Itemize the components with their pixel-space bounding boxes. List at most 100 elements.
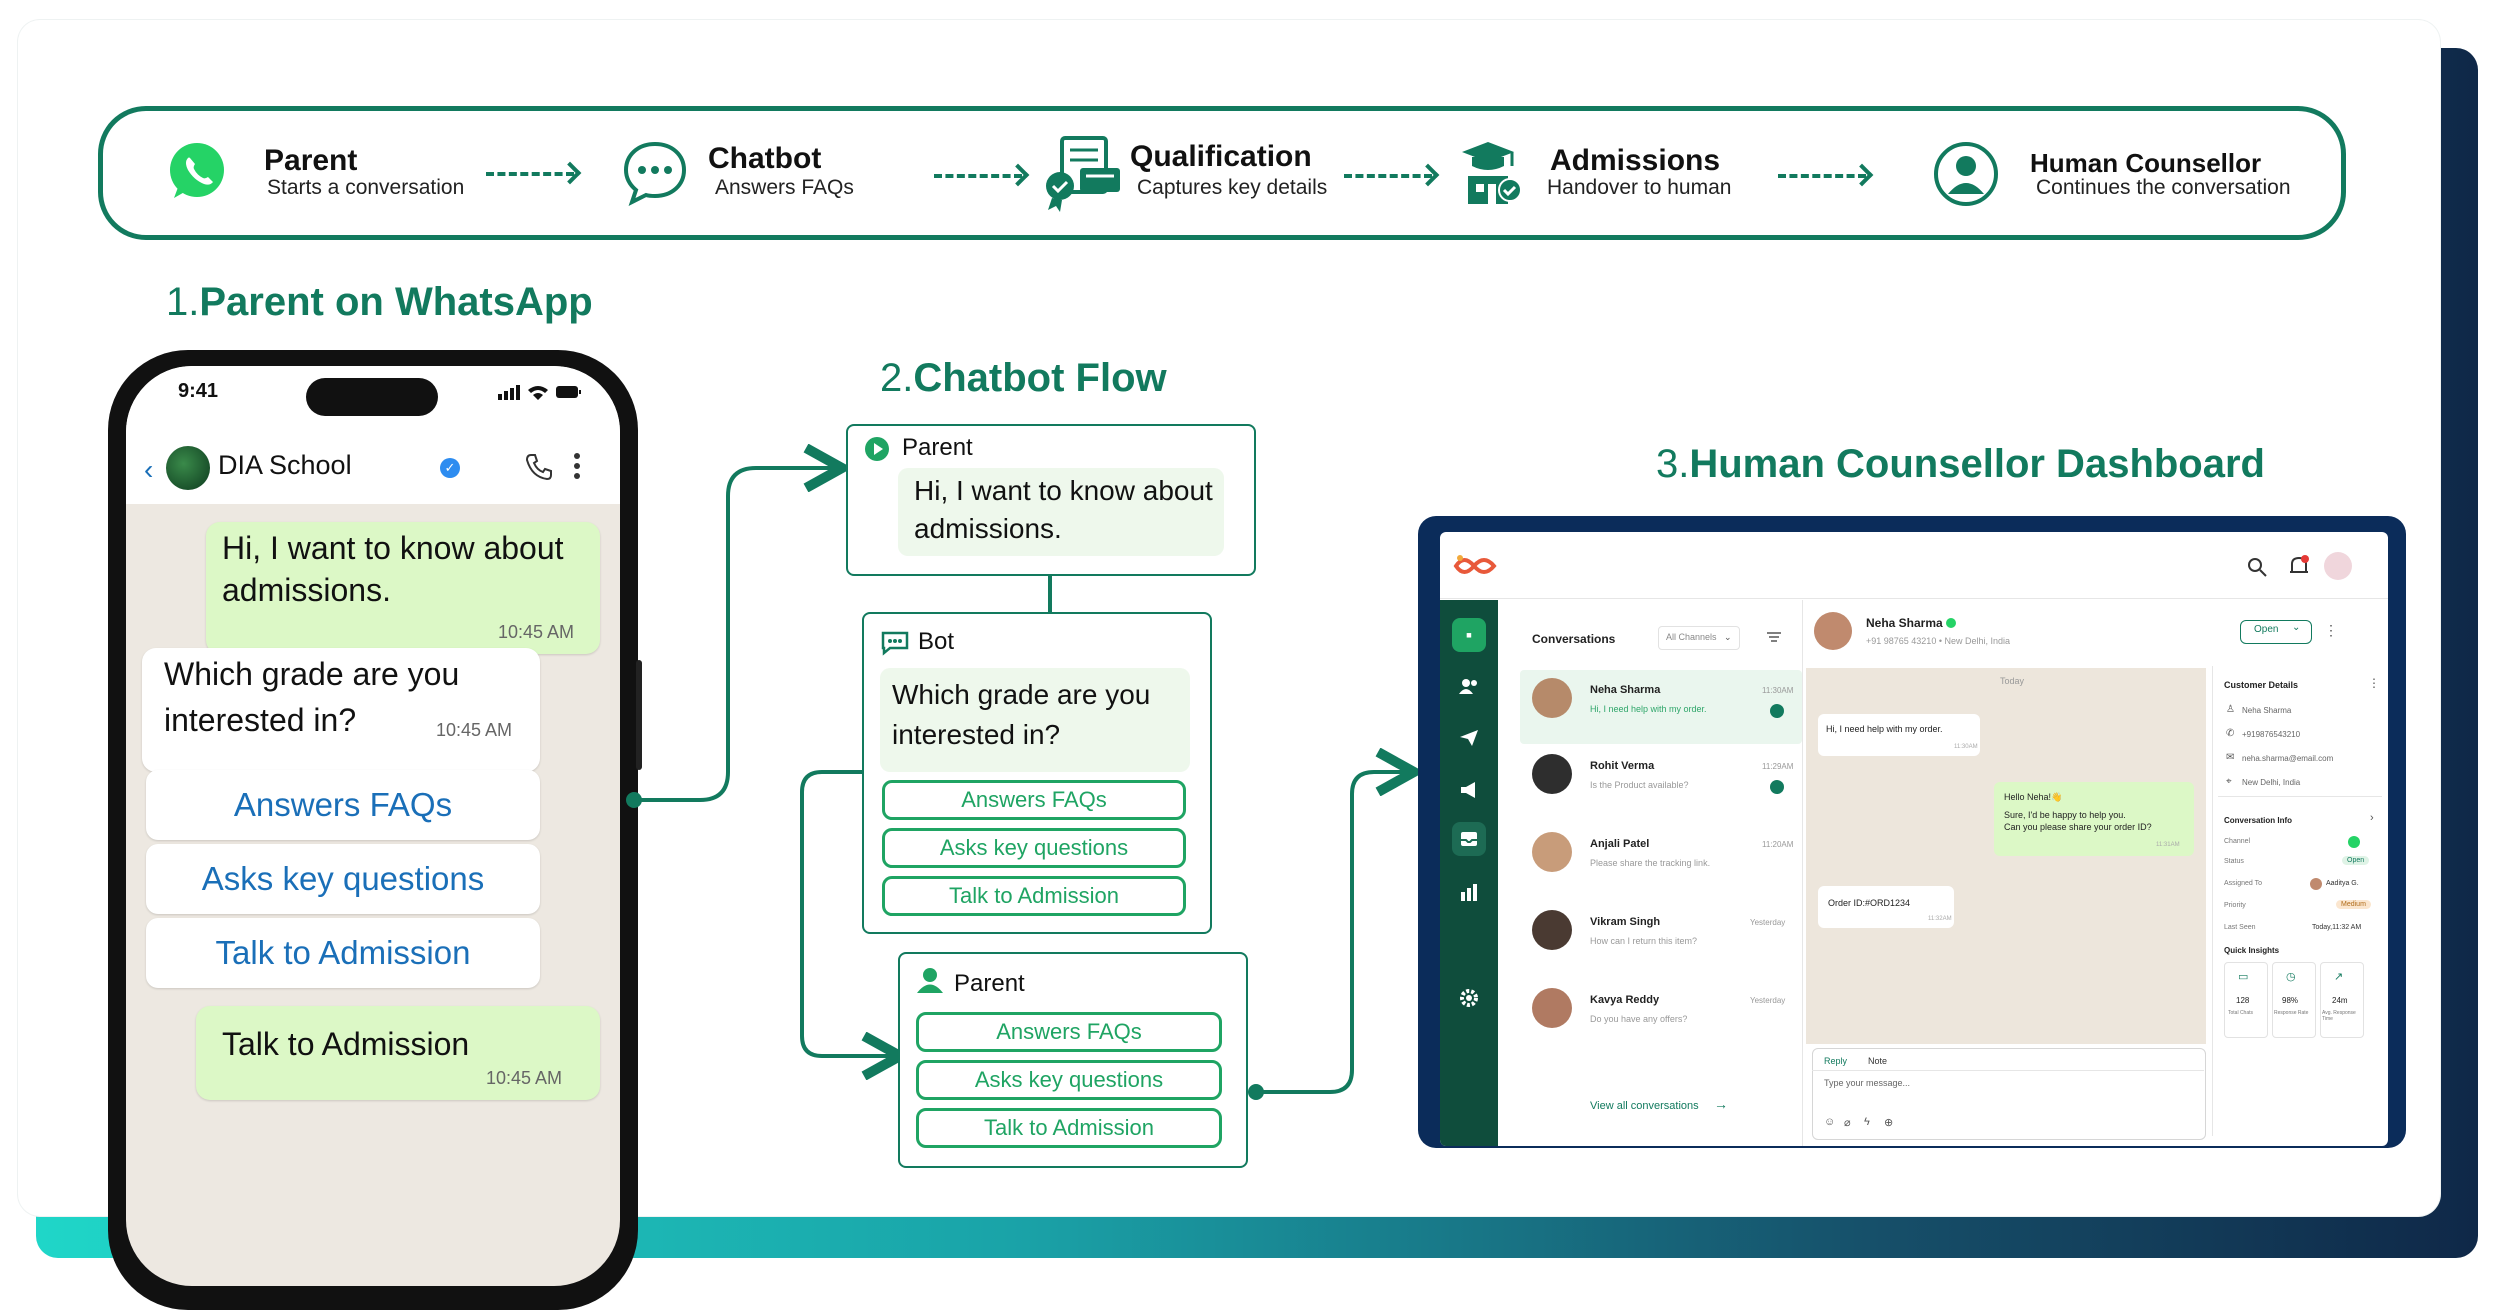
message-text: admissions.	[222, 572, 391, 608]
option-button[interactable]: Talk to Admission	[916, 1108, 1222, 1148]
more-options-icon[interactable]	[572, 448, 582, 484]
megaphone-icon[interactable]	[1455, 776, 1483, 804]
option-button[interactable]: Talk to Admission	[882, 876, 1186, 916]
insight-value: 24m	[2332, 996, 2348, 1005]
filter-icon[interactable]	[1766, 630, 1782, 644]
attachment-icon[interactable]: ⌀	[1844, 1117, 1851, 1129]
status-dropdown-label: Open	[2254, 624, 2279, 635]
phone-screen: 9:41 ‹ DIA School ✓ Hi, I want to know a…	[126, 366, 620, 1286]
conversation-info-title: Conversation Info	[2224, 816, 2293, 825]
info-label: Status	[2224, 858, 2244, 865]
insight-label: Response Rate	[2274, 1010, 2309, 1016]
search-icon[interactable]	[2246, 556, 2268, 578]
avatar	[1814, 612, 1852, 650]
section-title: 1.Parent on WhatsApp	[166, 280, 593, 324]
quick-reply-button[interactable]: Talk to Admission	[146, 918, 540, 988]
info-label: Last Seen	[2224, 924, 2256, 931]
arrow-right-icon: →	[1714, 1096, 1728, 1112]
dashed-arrow	[1344, 174, 1432, 178]
avatar	[166, 446, 210, 490]
day-label: Today	[2000, 676, 2025, 686]
message-text: Hi, I need help with my order.	[1826, 724, 1943, 734]
channel-filter-dropdown[interactable]	[1658, 626, 1740, 650]
status-icons	[496, 382, 584, 402]
avatar	[1532, 910, 1572, 950]
message-text: Talk to Admission	[222, 1026, 470, 1062]
priority-badge: Medium	[2336, 900, 2371, 909]
message-composer	[1812, 1048, 2206, 1140]
divider	[2218, 796, 2382, 797]
view-all-link[interactable]: View all conversations	[1590, 1100, 1699, 1112]
channel-filter-label: All Channels	[1666, 632, 1717, 642]
chat-icon[interactable]: ▪	[1465, 624, 1473, 645]
inbox-icon[interactable]	[1455, 825, 1483, 853]
lightning-icon[interactable]: ϟ	[1864, 1116, 1870, 1128]
message-input[interactable]: Type your message...	[1824, 1078, 1911, 1088]
chevron-down-icon: ⌄	[2292, 622, 2301, 633]
email-icon: ✉	[2226, 752, 2235, 763]
user-circle-icon	[1932, 140, 2000, 208]
node-message	[880, 668, 1190, 772]
add-icon[interactable]: ⊕	[1884, 1117, 1894, 1129]
quick-reply-button[interactable]: Asks key questions	[146, 844, 540, 914]
outgoing-message	[206, 522, 600, 654]
phone-call-icon[interactable]	[524, 452, 554, 482]
settings-icon[interactable]	[1455, 984, 1483, 1012]
clock-icon: ◷	[2286, 971, 2296, 983]
bell-icon[interactable]	[2288, 554, 2310, 578]
whatsapp-icon	[2348, 836, 2360, 848]
quick-reply-button[interactable]: Answers FAQs	[146, 770, 540, 840]
phone-side-button	[636, 660, 642, 770]
avatar	[1532, 678, 1572, 718]
insight-value: 128	[2236, 996, 2250, 1005]
step-title: Chatbot	[708, 142, 822, 175]
trend-icon: ↗	[2334, 971, 2344, 983]
status-dropdown[interactable]	[2240, 620, 2312, 644]
step-subtitle: Handover to human	[1547, 176, 1732, 199]
back-chevron-icon[interactable]: ‹	[144, 454, 154, 485]
insight-value: 98%	[2282, 996, 2299, 1005]
emoji-icon[interactable]: ☺	[1824, 1116, 1836, 1128]
chevron-right-icon[interactable]: ›	[2370, 812, 2374, 824]
contacts-icon[interactable]	[1455, 672, 1483, 700]
option-button[interactable]: Asks key questions	[916, 1060, 1222, 1100]
tab-reply[interactable]: Reply	[1824, 1056, 1848, 1066]
divider	[1440, 598, 2388, 599]
message-time: 10:45 AM	[436, 720, 513, 740]
message-text: interested in?	[164, 702, 357, 738]
chevron-down-icon: ⌄	[1724, 632, 1732, 642]
divider	[1802, 600, 1803, 1146]
sidebar-active-item[interactable]	[1452, 618, 1486, 652]
customer-location: New Delhi, India	[2242, 778, 2301, 787]
status-time: 9:41	[178, 380, 219, 402]
quick-insights-title: Quick Insights	[2224, 946, 2280, 955]
incoming-message	[1818, 714, 1980, 756]
contact-name: DIA School	[218, 450, 352, 480]
option-button[interactable]: Answers FAQs	[916, 1012, 1222, 1052]
whatsapp-icon	[1946, 618, 1956, 628]
option-button[interactable]: Asks key questions	[882, 828, 1186, 868]
customer-phone: +919876543210	[2242, 730, 2301, 739]
option-button[interactable]: Answers FAQs	[882, 780, 1186, 820]
message-text: Hi, I want to know about	[222, 530, 564, 566]
divider	[1812, 1070, 2204, 1071]
step-subtitle: Starts a conversation	[267, 176, 465, 199]
node-label: Parent	[954, 970, 1025, 997]
tab-note[interactable]: Note	[1868, 1056, 1888, 1066]
user-icon	[916, 966, 944, 994]
assignee-avatar	[2310, 878, 2322, 890]
analytics-icon[interactable]	[1455, 878, 1483, 906]
avatar	[1532, 988, 1572, 1028]
send-icon[interactable]	[1455, 724, 1483, 752]
more-options-icon[interactable]: ⋮	[2324, 622, 2338, 638]
customer-email: neha.sharma@email.com	[2242, 754, 2334, 763]
more-options-icon[interactable]: ⋮	[2368, 676, 2380, 690]
conversation-time: 11:30AM	[1762, 686, 1794, 695]
dynamic-island	[306, 378, 438, 416]
conversation-name: Kavya Reddy	[1590, 994, 1660, 1006]
user-avatar[interactable]	[2324, 552, 2352, 580]
status-badge: Open	[2342, 856, 2370, 865]
step-title: Qualification	[1130, 140, 1312, 173]
divider	[2212, 666, 2213, 1136]
